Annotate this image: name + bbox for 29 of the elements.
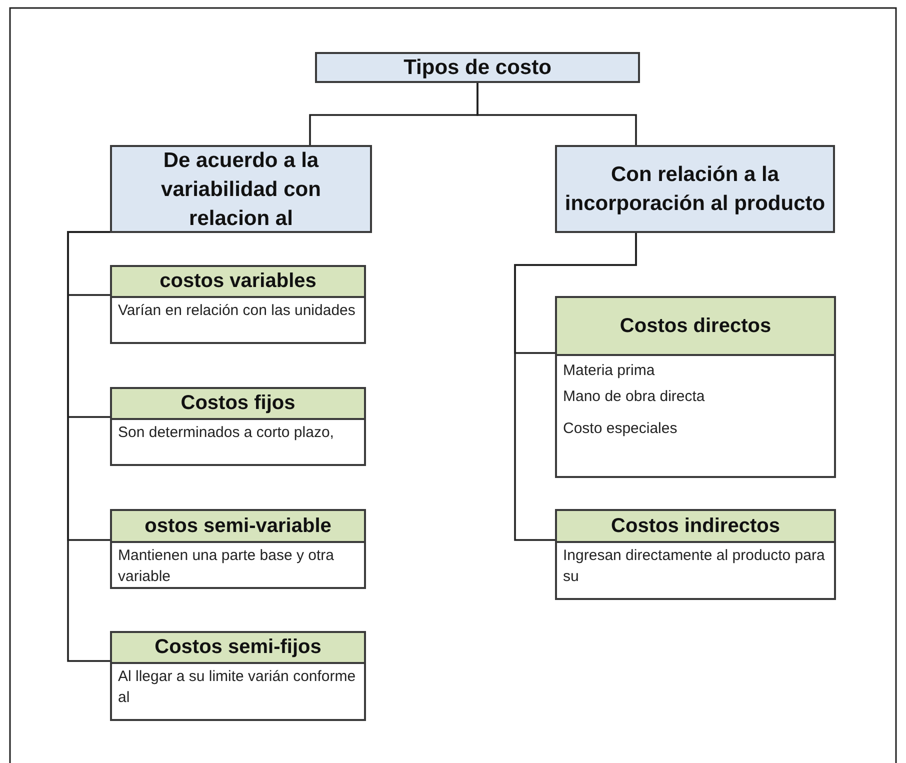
connector-line (67, 231, 110, 662)
card-title: Costos indirectos (611, 514, 780, 538)
description-text: Al llegar a su limite varián conforme al (118, 667, 357, 708)
description-text: Materia prima (563, 361, 656, 381)
description-text: Ingresan directamente al producto para su (563, 546, 826, 587)
category-title: Tipos de costo (404, 55, 552, 81)
category-card (110, 387, 366, 466)
category-title: Con relación a la incorporación al producto (564, 162, 826, 217)
description-text: Mantienen una parte base y otra variable (118, 546, 335, 587)
connector-line (514, 233, 637, 541)
category-card (555, 509, 836, 600)
category-card (110, 631, 366, 721)
card-title: ostos semi-variable (144, 514, 332, 538)
card-title: Costos semi-fijos (154, 636, 322, 659)
description-text: Varían en relación con las unidades (118, 301, 356, 321)
card-title: costos variables (160, 270, 316, 293)
category-box (110, 145, 372, 233)
description-text: Mano de obra directa (563, 387, 706, 407)
card-title: Costos fijos (180, 392, 296, 415)
category-card (110, 265, 366, 344)
category-title: De acuerdo a la variabilidad con relacion al (160, 148, 322, 232)
category-card (555, 296, 836, 478)
category-box (555, 145, 835, 233)
category-card (110, 509, 366, 589)
connector-line (476, 83, 637, 145)
description-text: Son determinados a corto plazo, (118, 423, 335, 443)
category-box (315, 52, 640, 83)
card-title: Costos directos (620, 314, 772, 338)
description-text: Costo especiales (563, 419, 678, 439)
